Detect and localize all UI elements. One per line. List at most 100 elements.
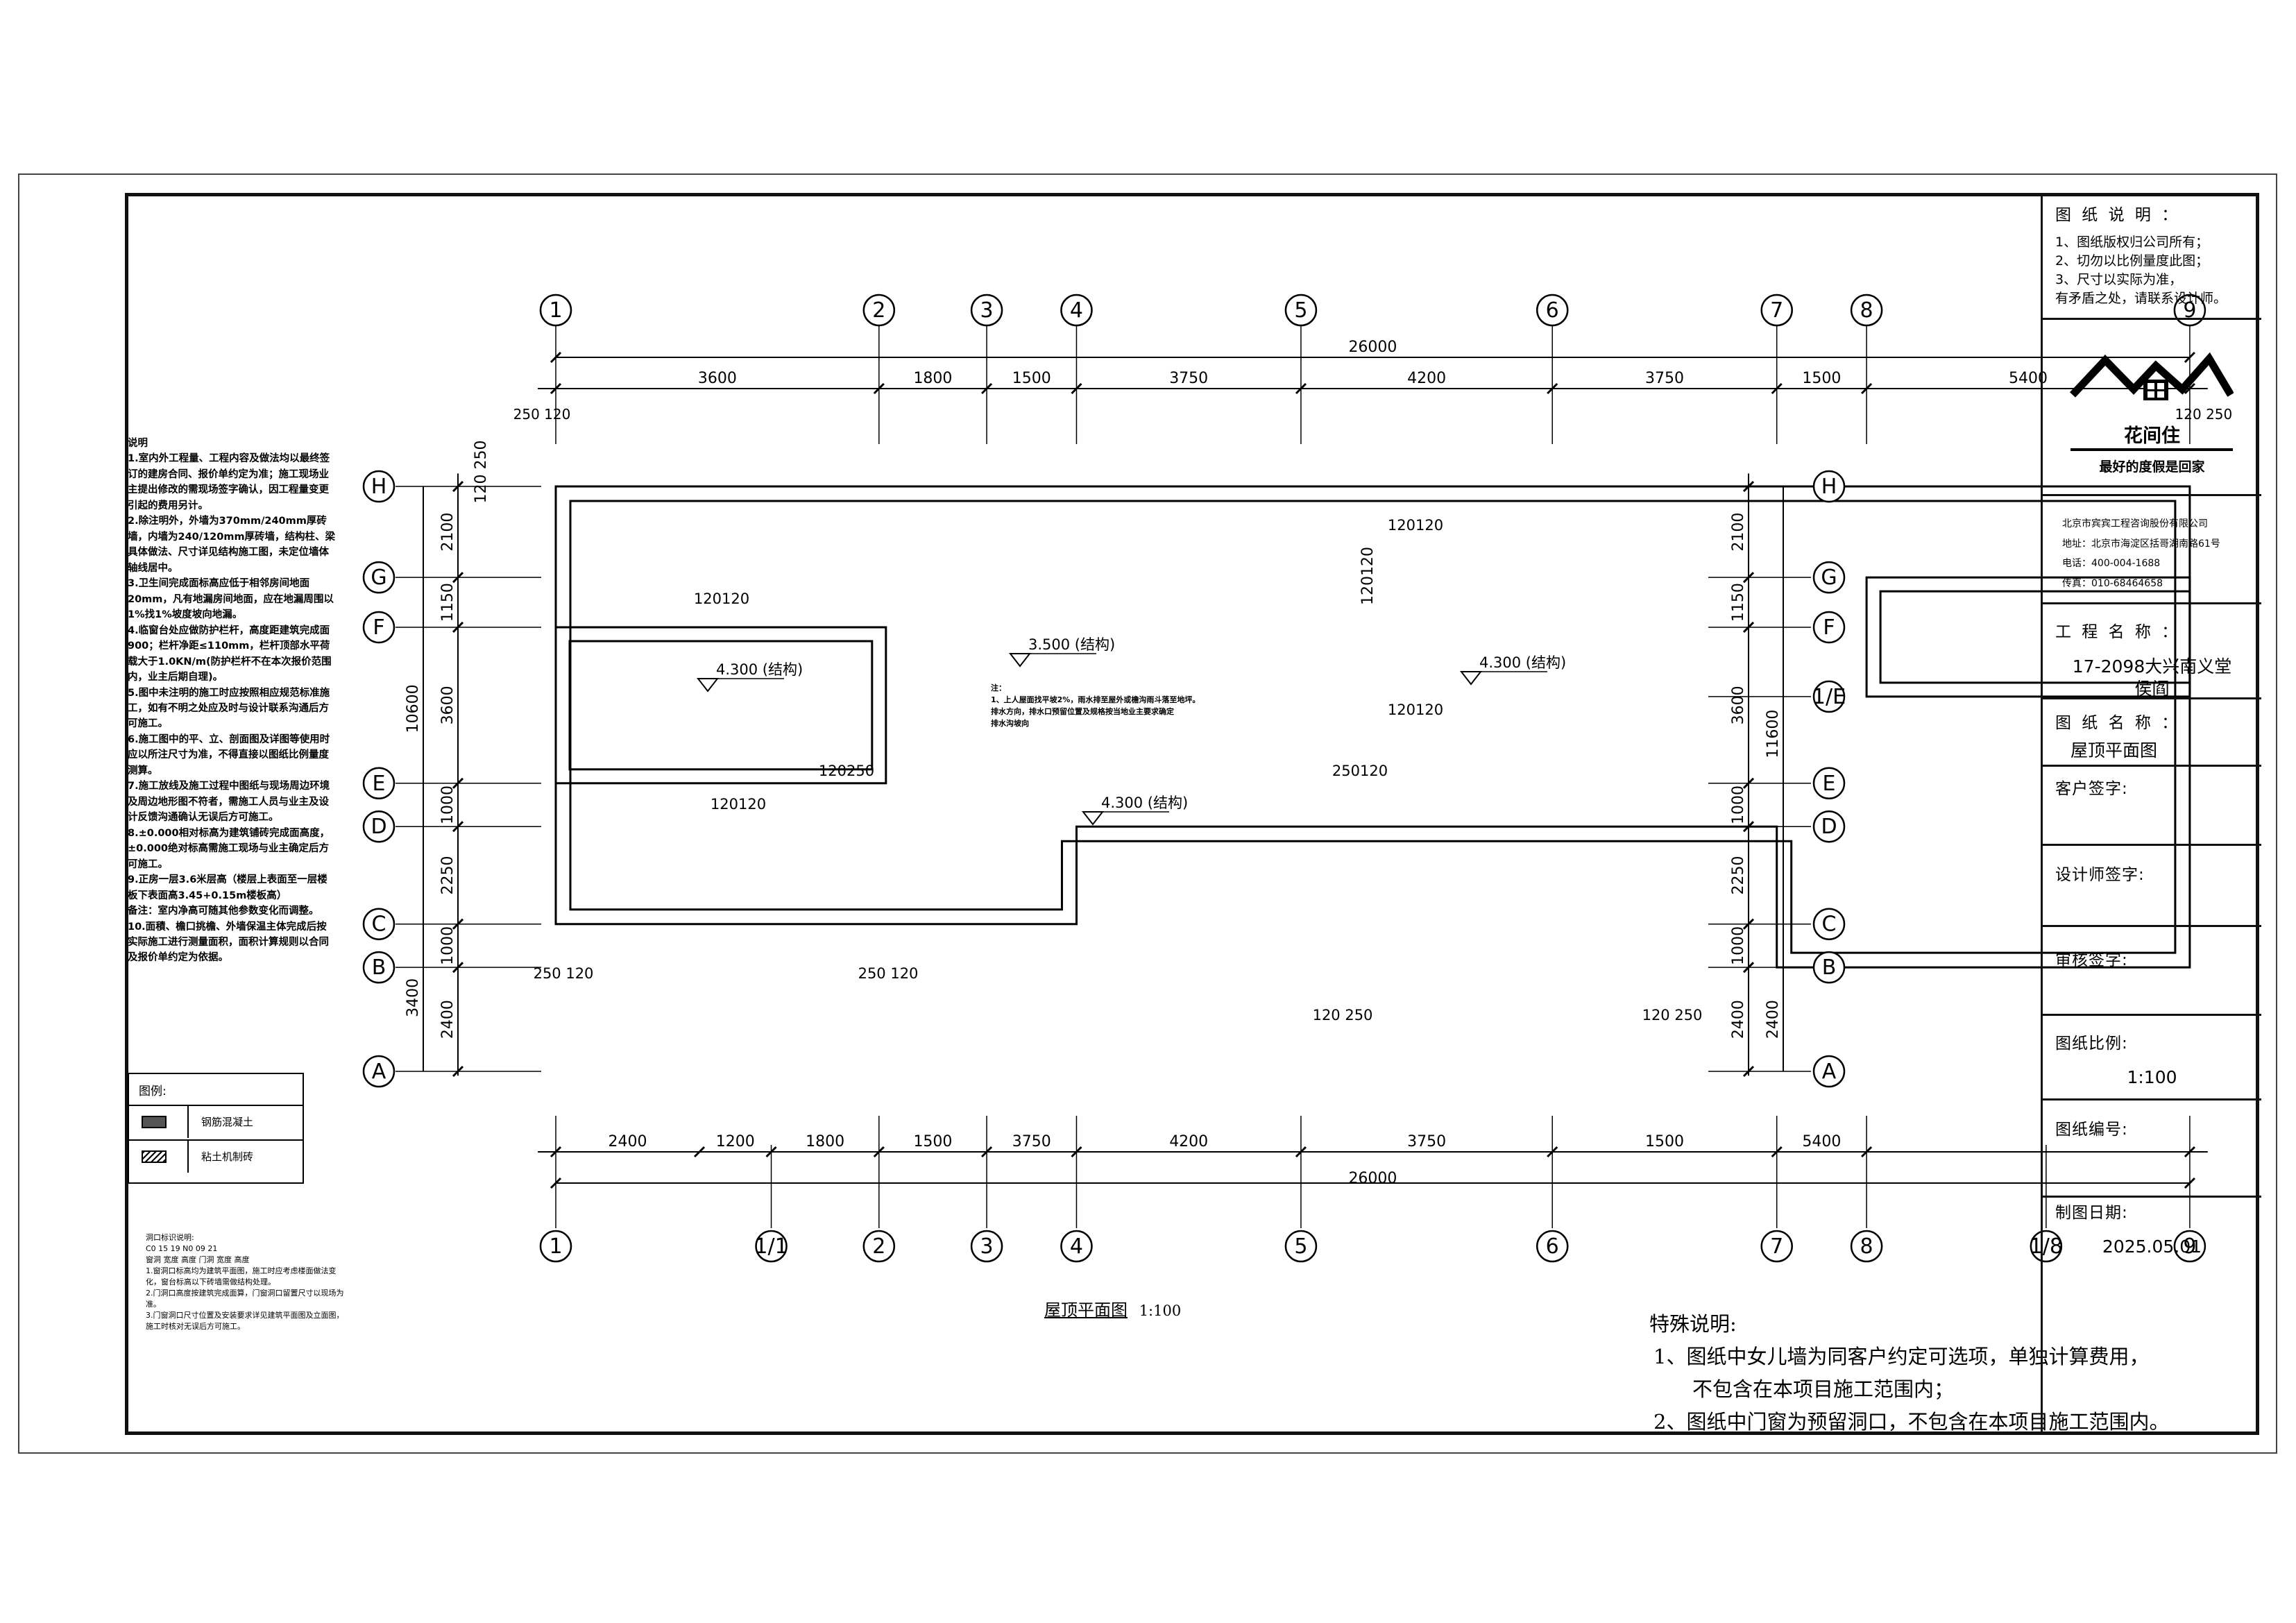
dimension-segment: 4200 <box>1169 1133 1208 1150</box>
dimension-edge: 120 250 <box>2175 406 2233 423</box>
dimension-tick <box>452 777 464 789</box>
brick-hatch-swatch <box>142 1150 167 1163</box>
dimension-tick <box>1295 382 1307 395</box>
grid-label: 8 <box>1860 1234 1873 1259</box>
dimension-segment: 1500 <box>1802 370 1841 387</box>
legend-label: 粘土机制砖 <box>201 1150 254 1163</box>
dimension-tick <box>550 382 562 395</box>
tb-notes: 图 纸 说 明 ： 1、图纸版权归公司所有； 2、切勿以比例量度此图； 3、尺寸… <box>2043 193 2261 320</box>
grid-bubble-left <box>362 561 396 594</box>
tb-note: 1、图纸版权归公司所有； <box>2055 235 2209 250</box>
grid-label: 2 <box>872 298 885 323</box>
wall-dimension: 120 250 <box>1642 1007 1703 1023</box>
grid-label: 3 <box>980 1234 994 1259</box>
project-label: 工 程 名 称 ： <box>2055 623 2181 641</box>
dimension-tick <box>873 1146 885 1158</box>
plan-note: 排水方向，排水口预留位置及规格按当地业主要求确定 <box>991 706 1174 716</box>
grid-label: 6 <box>1546 298 1559 323</box>
note-line: 9.正房一层3.6米层高（楼层上表面至一层楼板下表面高3.45+0.15m楼板高… <box>128 874 328 901</box>
grid-bubble-top <box>862 294 896 327</box>
wall-dimension: 120120 <box>711 796 766 813</box>
tb-note: 2、切勿以比例量度此图； <box>2055 253 2209 269</box>
dimension-tick <box>2184 382 2195 395</box>
special-notes: 特殊说明: 1、图纸中女儿墙为同客户约定可选项，单独计算费用， 不包含在本项目施… <box>1649 1308 2169 1438</box>
grid-label: 1 <box>549 298 562 323</box>
date-value: 2025.05.01 <box>2102 1237 2202 1257</box>
dimension-segment: 3600 <box>439 686 457 724</box>
grid-bubble-left <box>362 611 396 644</box>
note-line: 2.除注明外，外墙为370mm/240mm厚砖墙，内墙为240/120mm厚砖墙… <box>128 516 336 574</box>
elevation-marker <box>696 678 720 692</box>
grid-bubble-top <box>1760 294 1793 327</box>
dimension-tick <box>1861 382 1873 395</box>
note-line: 7.施工放线及施工过程中图纸与现场周边环境及周边地形图不符者，需施工人员与业主及… <box>128 781 330 824</box>
title-block: 图 纸 说 明 ： 1、图纸版权归公司所有； 2、切勿以比例量度此图； 3、尺寸… <box>2041 193 2261 1435</box>
note-line: 6.施工图中的平、立、剖面图及详图等使用时应以所注尺寸为准，不得直接以图纸比例量… <box>128 733 330 776</box>
grid-bubble-left <box>362 767 396 800</box>
elevation-label: 4.300 (结构) <box>716 661 803 678</box>
tb-company: 北京市宾宾工程咨询股份有限公司 地址：北京市海淀区括哥湖南路61号 电话：400… <box>2043 496 2261 604</box>
dimension-segment: 3750 <box>1407 1133 1446 1150</box>
grid-bubble-left <box>362 810 396 843</box>
drawing-scale: 1:100 <box>1139 1302 1182 1319</box>
dimension-segment: 3750 <box>1645 370 1684 387</box>
drawing-frame <box>125 193 2259 1435</box>
grid-bubble-right <box>1812 561 1846 594</box>
grid-bubble-top <box>1536 294 1569 327</box>
grid-label: F <box>1823 615 1835 640</box>
grid-bubble-bottom <box>1536 1230 1569 1263</box>
raised-roof-left <box>554 626 887 785</box>
elevation-marker <box>1008 653 1032 668</box>
wall-dimension: 250 120 <box>534 965 594 982</box>
elevation-label: 3.500 (结构) <box>1028 636 1115 653</box>
grid-label: 7 <box>1770 1234 1783 1259</box>
dimension-tick <box>693 1146 706 1158</box>
grid-bubble-bottom <box>1060 1230 1093 1263</box>
note-line: 4.临窗台处应做防护栏杆，高度距建筑完成面900；栏杆净距≤110mm，栏杆顶部… <box>128 624 332 683</box>
tb-review-sign: 审核签字: <box>2043 927 2261 1016</box>
special-note-line: 1、图纸中女儿墙为同客户约定可选项，单独计算费用， <box>1653 1344 2150 1368</box>
dimension-tick <box>981 1146 993 1158</box>
dimension-tick <box>452 1065 464 1078</box>
tb-notes-title: 图 纸 说 明 ： <box>2055 206 2181 224</box>
house-logo-icon <box>2069 352 2234 400</box>
special-note-line: 2、图纸中门窗为预留洞口，不包含在本项目施工范围内。 <box>1653 1409 2170 1434</box>
wall-dimension: 250 120 <box>858 965 919 982</box>
dimension-tick <box>1071 382 1082 395</box>
grid-bubble-left <box>362 470 396 503</box>
plan-note: 排水沟坡向 <box>991 718 1029 728</box>
grid-label: 1/8 <box>2030 1234 2063 1259</box>
wall-dimension: 250120 <box>1332 763 1388 779</box>
dimension-segment: 1000 <box>1730 926 1747 965</box>
dimension-total: 26000 <box>1348 339 1397 356</box>
dimension-segment: 1150 <box>1730 583 1747 622</box>
window-note-line: 3.门窗洞口尺寸位置及安装要求详见建筑平面图及立面图，施工时核对无误后方可施工。 <box>146 1310 344 1331</box>
grid-bubble-right <box>1812 810 1846 843</box>
grid-label: D <box>1821 815 1837 839</box>
tb-client-sign: 客户签字: <box>2043 767 2261 846</box>
dimension-tick <box>1742 621 1755 634</box>
dimension-tick <box>452 821 464 833</box>
tb-note: 有矛盾之处，请联系设计师。 <box>2055 290 2227 306</box>
grid-label: 3 <box>980 298 994 323</box>
grid-label: B <box>372 955 386 980</box>
window-note-line: 1.窗洞口标高均为建筑平面图，施工时应考虑楼面做法变化，窗台标高以下砖墙需做结构… <box>146 1266 337 1286</box>
dimension-segment: 4200 <box>1407 370 1446 387</box>
grid-label: A <box>1822 1060 1837 1084</box>
grid-bubble-bottom <box>539 1230 572 1263</box>
dimension-segment: 3600 <box>1730 686 1747 724</box>
project-name: 17-2098大兴南义堂 <box>2072 656 2232 677</box>
company-phone: 电话：400-004-1688 <box>2062 558 2161 570</box>
dimension-tick <box>1861 1146 1873 1158</box>
note-line: 3.卫生间完成面标高应低于相邻房间地面20mm，凡有地漏房间地面，应在地漏周围以… <box>128 578 334 621</box>
grid-bubble-bottom <box>970 1230 1003 1263</box>
dimension-segment: 2100 <box>439 513 457 552</box>
dimension-tick <box>1771 382 1783 395</box>
special-notes-title: 特殊说明: <box>1649 1312 1737 1336</box>
grid-label: G <box>371 566 386 590</box>
drawing-title: 屋顶平面图 <box>1044 1300 1128 1320</box>
dimension-tick <box>1742 962 1755 974</box>
dimension-tick <box>550 1177 562 1189</box>
